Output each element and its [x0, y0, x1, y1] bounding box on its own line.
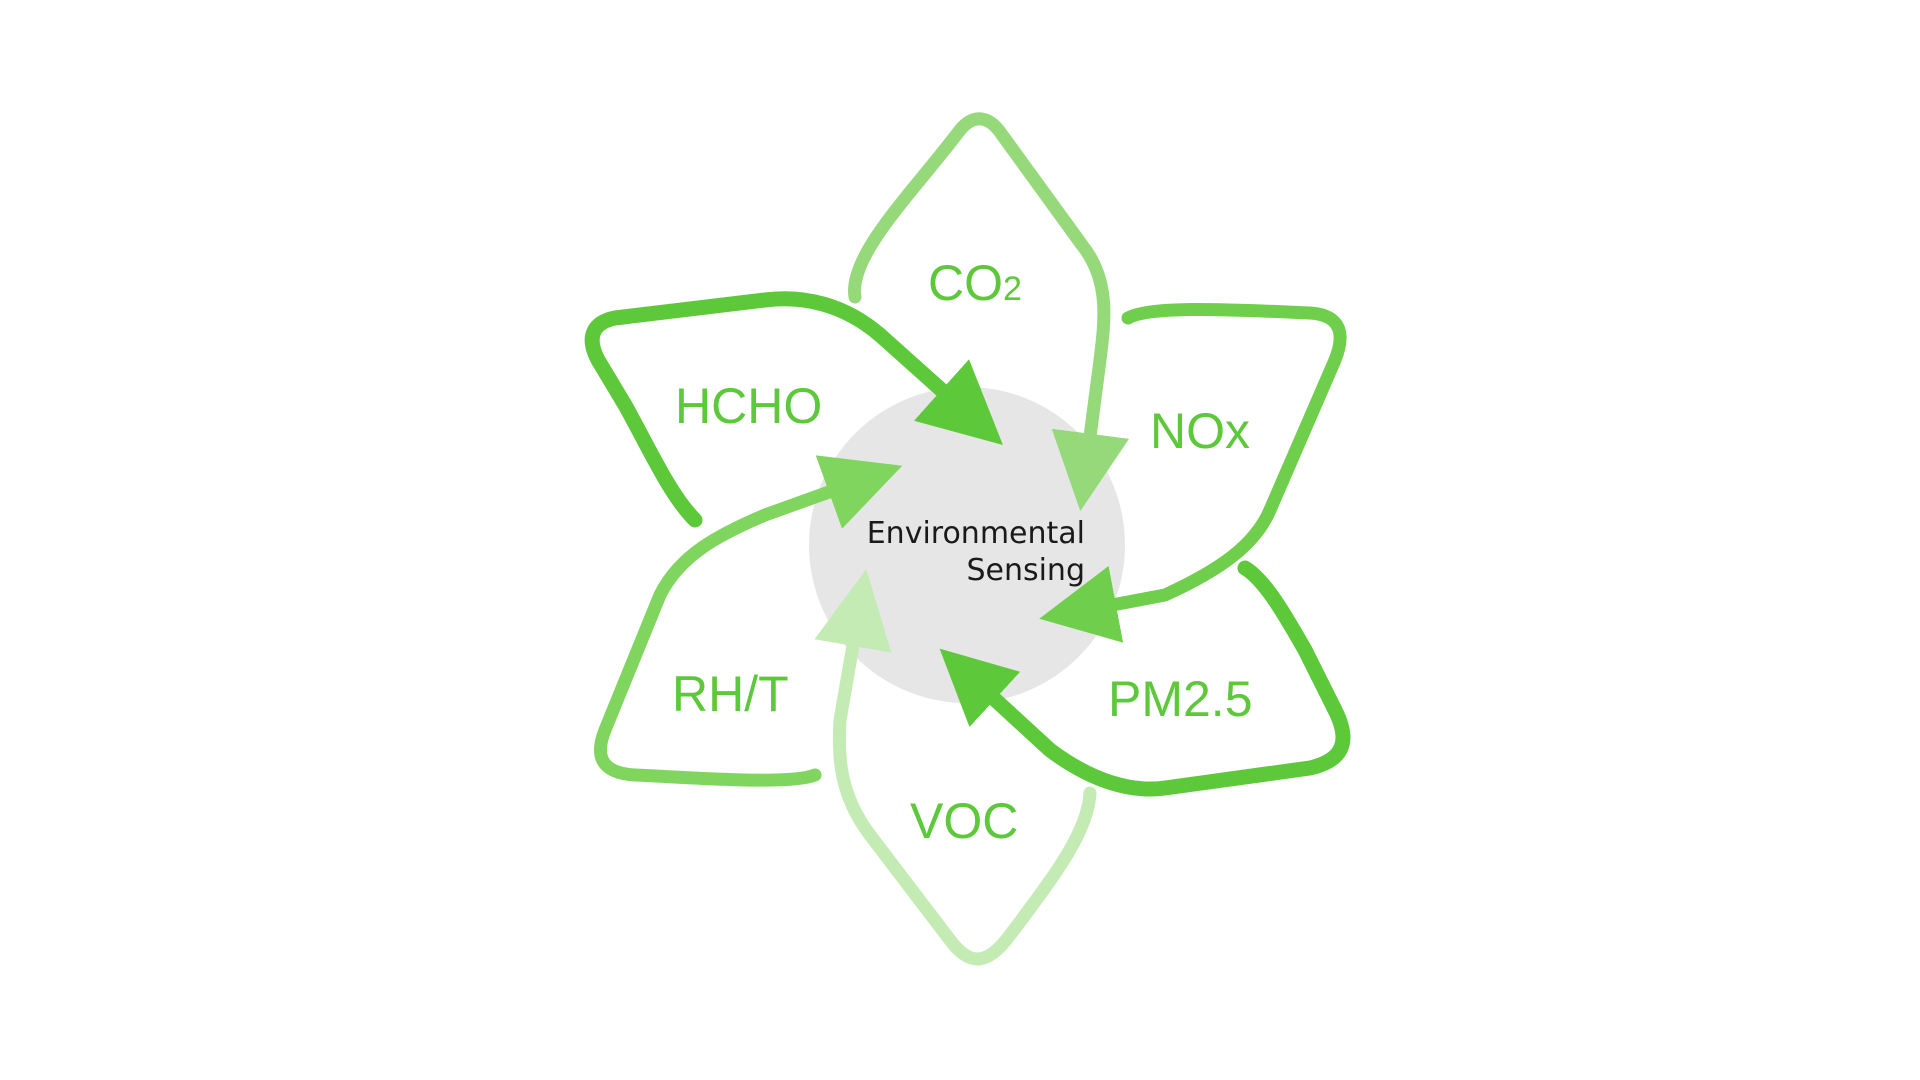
petal-nox-arrow — [1039, 303, 1347, 643]
label-co2: CO2 — [928, 255, 1022, 311]
center-label-line1: Environmental — [867, 516, 1085, 551]
petal-pm25-arrow — [939, 560, 1351, 797]
label-rht: RH/T — [672, 666, 789, 722]
petal-co2-arrow — [848, 112, 1130, 512]
label-nox: NOx — [1150, 403, 1250, 459]
center-label-line2: Sensing — [966, 553, 1085, 588]
petal-voc-arrow — [814, 569, 1097, 966]
label-pm25: PM2.5 — [1108, 671, 1253, 727]
label-voc: VOC — [910, 793, 1018, 849]
petal-rht-arrow — [594, 455, 903, 787]
label-hcho: HCHO — [675, 378, 822, 434]
petal-hcho-arrow — [584, 291, 1003, 528]
